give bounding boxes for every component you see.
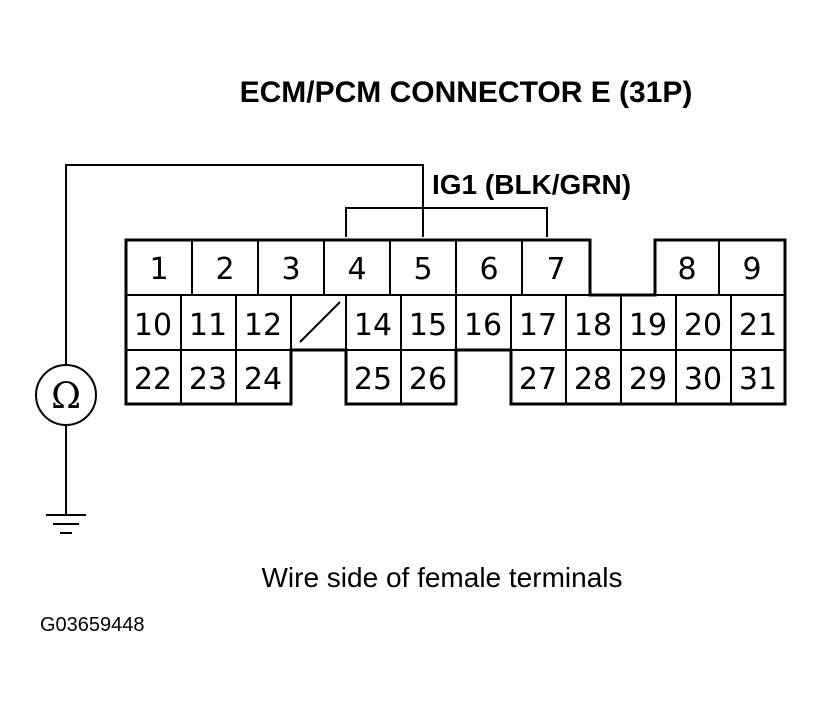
pin-cell-23 (180, 349, 237, 405)
pin-cell-5 (389, 239, 457, 296)
pin-label-5: 5 (413, 252, 432, 287)
pin-label-17: 17 (519, 308, 557, 343)
pin-label-24: 24 (244, 362, 282, 397)
pin-cell-17 (510, 294, 567, 351)
pin-label-2: 2 (215, 252, 234, 287)
wire-label: IG1 (BLK/GRN) (432, 169, 631, 200)
pin-labels-row2: 10 11 12 14 15 16 17 18 19 20 21 (134, 308, 777, 343)
pin-label-25: 25 (354, 362, 392, 397)
pin-cell-24 (235, 349, 292, 405)
pin-labels-row3: 22 23 24 25 26 27 28 29 30 31 (134, 362, 777, 397)
terminal-bracket (345, 207, 548, 237)
pin-cell-25 (345, 349, 402, 405)
pin-label-26: 26 (409, 362, 447, 397)
connector-outline (124, 238, 787, 406)
pin-cell-22 (125, 349, 182, 405)
diagram-caption: Wire side of female terminals (261, 562, 622, 593)
diagram-title: ECM/PCM CONNECTOR E (31P) (240, 76, 693, 109)
pin-label-27: 27 (519, 362, 557, 397)
pin-label-6: 6 (479, 252, 498, 287)
pin-cell-16 (455, 294, 512, 351)
figure-code: G03659448 (40, 614, 145, 636)
pin-label-21: 21 (739, 308, 777, 343)
pin-label-29: 29 (629, 362, 667, 397)
pin-label-22: 22 (134, 362, 172, 397)
ohm-symbol: Ω (51, 376, 81, 417)
pin-label-12: 12 (244, 308, 282, 343)
pin-label-4: 4 (347, 252, 366, 287)
pin-label-20: 20 (684, 308, 722, 343)
pin-cell-29 (620, 349, 677, 405)
pin-label-30: 30 (684, 362, 722, 397)
pin-label-19: 19 (629, 308, 667, 343)
pin-label-23: 23 (189, 362, 227, 397)
test-lead-wire (65, 164, 424, 365)
pin-label-31: 31 (739, 362, 777, 397)
pin-cell-3 (257, 239, 325, 296)
pin-label-3: 3 (281, 252, 300, 287)
pin-cell-14 (345, 294, 402, 351)
pin-label-16: 16 (464, 308, 502, 343)
pin-label-18: 18 (574, 308, 612, 343)
pin-cell-6 (455, 239, 523, 296)
pin-label-7: 7 (546, 252, 565, 287)
pin-label-15: 15 (409, 308, 447, 343)
pin-label-9: 9 (742, 252, 761, 287)
pin-label-10: 10 (134, 308, 172, 343)
pin-cell-15 (400, 294, 457, 351)
pin-cell-18 (565, 294, 622, 351)
pin-label-14: 14 (354, 308, 392, 343)
connector-body (124, 238, 787, 406)
pin-cell-20 (675, 294, 732, 351)
pin-label-8: 8 (677, 252, 696, 287)
pin-label-11: 11 (189, 308, 227, 343)
ground-icon (46, 514, 86, 534)
pin-cell-2 (191, 239, 259, 296)
pin-label-28: 28 (574, 362, 612, 397)
pin-label-1: 1 (149, 252, 168, 287)
blank-terminal-slash (299, 301, 341, 343)
pin-labels-row1: 1 2 3 4 5 6 7 8 9 (149, 252, 761, 287)
